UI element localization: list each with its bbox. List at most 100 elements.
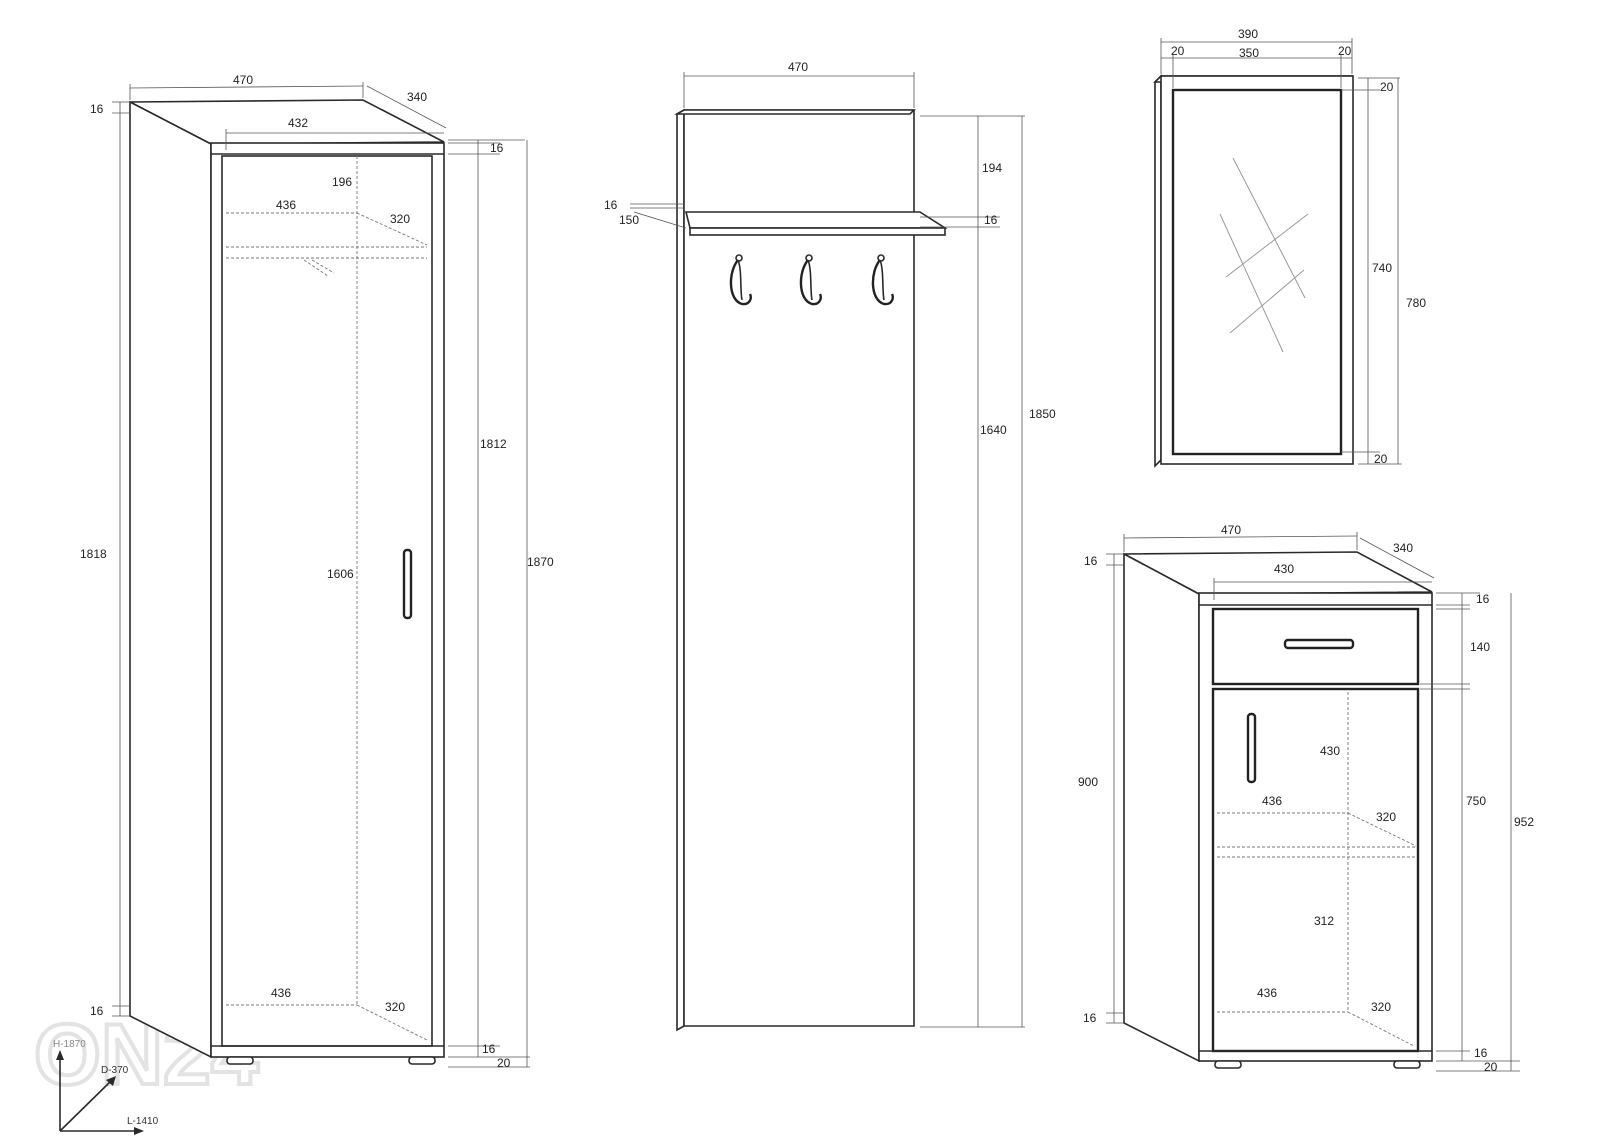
mirror-total-height-label: 780 xyxy=(1406,296,1426,310)
wardrobe-shelf-depth-label: 320 xyxy=(390,212,410,226)
cabinet-bottom-right-label: 16 xyxy=(1474,1046,1488,1060)
cabinet-inner-width-label: 430 xyxy=(1274,562,1294,576)
mirror xyxy=(1153,74,1354,468)
coat-shelf-thickness-left-label: 16 xyxy=(604,198,618,212)
wardrobe-foot-left xyxy=(226,1056,254,1065)
coat-panel-top-section-label: 194 xyxy=(982,161,1002,175)
mirror-labels: 390 20 350 20 20 740 780 20 xyxy=(1171,27,1426,466)
wardrobe-top-thickness-label: 16 xyxy=(90,102,104,116)
cabinet-door-handle-icon xyxy=(1246,712,1257,784)
wardrobe-total-height-label: 1870 xyxy=(527,555,554,569)
mirror-frame-left-label: 20 xyxy=(1171,44,1185,58)
coat-panel-dimensions xyxy=(630,72,1025,1028)
wardrobe-bottom-shelf-width-label: 436 xyxy=(271,986,291,1000)
cabinet-foot-right xyxy=(1393,1060,1421,1069)
cabinet-drawer xyxy=(1211,607,1420,686)
coat-panel xyxy=(673,108,948,1032)
wardrobe-width-label: 470 xyxy=(233,73,253,87)
coat-panel-labels: 470 194 16 150 16 1640 1850 xyxy=(604,60,1056,437)
cabinet-drawer-height-label: 140 xyxy=(1470,640,1490,654)
mirror-glass xyxy=(1171,88,1343,456)
axes-indicator: H-1870 D-370 L-1410 xyxy=(53,1039,159,1135)
coat-panel-top-edge xyxy=(673,109,916,115)
mirror-side-edge xyxy=(1154,74,1162,468)
wardrobe-upper-gap-label: 196 xyxy=(332,175,352,189)
wardrobe-front-frame xyxy=(210,142,445,1058)
cabinet-width-label: 470 xyxy=(1221,523,1241,537)
mirror-glint-4 xyxy=(1229,269,1305,334)
cabinet-bottom-shelf-depth-label: 320 xyxy=(1371,1000,1391,1014)
wardrobe-bottom-left-label: 16 xyxy=(90,1004,104,1018)
mirror-frame-top-label: 20 xyxy=(1380,80,1394,94)
cabinet-lower-gap-label: 312 xyxy=(1314,914,1334,928)
wardrobe-bottom-right-label: 16 xyxy=(482,1042,496,1056)
cabinet-side-face xyxy=(1123,552,1200,1063)
wardrobe-rail-bracket-2 xyxy=(311,259,335,274)
coat-hook-icon xyxy=(871,254,894,306)
cabinet-bottom-shelf-width-label: 436 xyxy=(1257,986,1277,1000)
cabinet-total-height-label: 952 xyxy=(1514,815,1534,829)
coat-panel-lower-height-label: 1640 xyxy=(980,423,1007,437)
mirror-dimensions xyxy=(1160,38,1402,465)
depth-axis-arrow xyxy=(59,1079,113,1132)
wardrobe-inner-width-label: 432 xyxy=(288,116,308,130)
mirror-total-width-label: 390 xyxy=(1238,27,1258,41)
wardrobe-door-height-label: 1606 xyxy=(327,567,354,581)
cabinet-front-frame xyxy=(1198,592,1433,1062)
coat-shelf-thickness-right-label: 16 xyxy=(984,213,998,227)
cabinet-labels: 470 340 430 16 16 140 430 436 320 900 75… xyxy=(1078,523,1534,1074)
mirror-glint-2 xyxy=(1219,213,1284,353)
mirror-frame-right-label: 20 xyxy=(1338,44,1352,58)
cabinet-bottom-left-label: 16 xyxy=(1083,1011,1097,1025)
cabinet-dimensions xyxy=(1106,532,1520,1072)
wardrobe-plinth-label: 20 xyxy=(497,1056,511,1070)
coat-panel-edge xyxy=(676,108,685,1032)
wardrobe-bottom-shelf-side xyxy=(356,1004,428,1041)
wardrobe-side-height-label: 1818 xyxy=(80,547,107,561)
coat-shelf xyxy=(684,211,948,229)
cabinet-shelf-depth-label: 320 xyxy=(1376,810,1396,824)
cabinet-door-inner-height-label: 430 xyxy=(1320,744,1340,758)
wardrobe-depth-label: 340 xyxy=(407,90,427,104)
depth-axis-label: D-370 xyxy=(101,1065,129,1076)
wardrobe xyxy=(129,99,445,1065)
cabinet-door-height-label: 750 xyxy=(1466,794,1486,808)
wardrobe-shelf-side xyxy=(356,212,428,246)
mirror-frame-bottom-label: 20 xyxy=(1374,452,1388,466)
cabinet-top-thickness-right-label: 16 xyxy=(1476,592,1490,606)
coat-shelf-front xyxy=(689,227,946,236)
cabinet-shelf-side xyxy=(1347,812,1417,847)
cabinet-top-thickness-left-label: 16 xyxy=(1084,554,1098,568)
coat-panel-width-label: 470 xyxy=(788,60,808,74)
coat-hook-icon xyxy=(729,254,752,306)
mirror-glass-height-label: 740 xyxy=(1372,261,1392,275)
cabinet-foot-left xyxy=(1214,1060,1242,1069)
wardrobe-top-panel-label: 16 xyxy=(490,141,504,155)
cabinet-shelf-width-label: 436 xyxy=(1262,794,1282,808)
wardrobe-inner-height-label: 1812 xyxy=(480,437,507,451)
wardrobe-side-face xyxy=(129,100,212,1059)
height-axis-label: H-1870 xyxy=(53,1039,86,1050)
wardrobe-foot-right xyxy=(408,1056,436,1065)
cabinet-side-height-label: 900 xyxy=(1078,775,1098,789)
coat-shelf-depth-label: 150 xyxy=(619,213,639,227)
cabinet-bottom-shelf-side xyxy=(1347,1011,1415,1047)
wardrobe-dimensions xyxy=(112,82,530,1068)
cabinet-drawer-handle-icon xyxy=(1283,638,1355,650)
cabinet xyxy=(1123,551,1433,1069)
cabinet-depth-label: 340 xyxy=(1393,541,1413,555)
length-axis-arrowhead xyxy=(134,1127,144,1135)
height-axis-arrowhead xyxy=(56,1050,64,1060)
wardrobe-labels: 470 340 432 16 16 196 436 320 1812 1818 … xyxy=(80,73,554,1070)
wardrobe-door-handle-icon xyxy=(402,548,413,620)
coat-hook-icon xyxy=(799,254,822,306)
mirror-frame xyxy=(1160,75,1354,465)
depth-axis-arrowhead xyxy=(106,1076,116,1086)
cabinet-plinth-label: 20 xyxy=(1484,1060,1498,1074)
wardrobe-bottom-shelf-depth-label: 320 xyxy=(385,1000,405,1014)
mirror-glint-1 xyxy=(1232,157,1306,299)
coat-panel-board xyxy=(683,109,915,1027)
mirror-glint-3 xyxy=(1225,213,1309,278)
mirror-glass-width-label: 350 xyxy=(1239,46,1259,60)
